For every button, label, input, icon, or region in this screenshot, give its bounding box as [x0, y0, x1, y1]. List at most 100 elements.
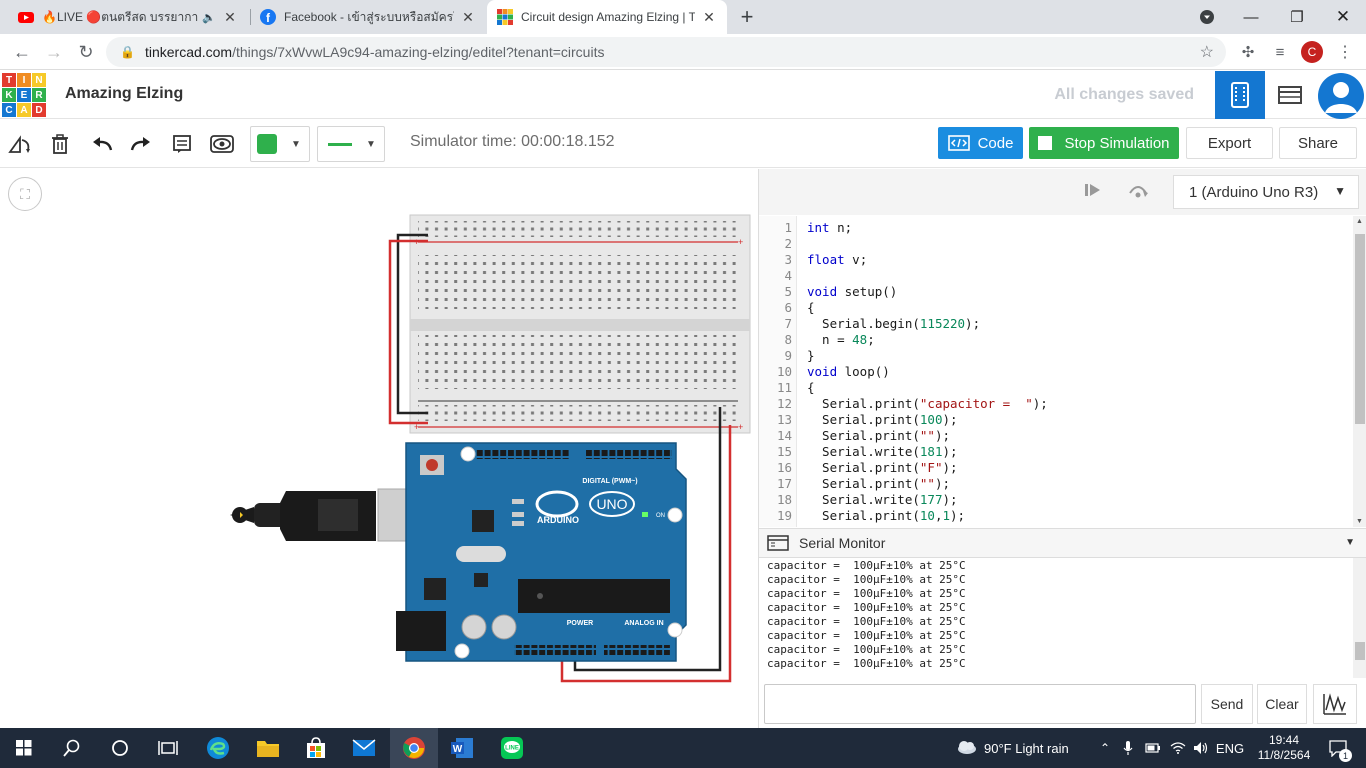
svg-text:LINE: LINE	[505, 746, 519, 752]
edge-icon[interactable]	[194, 728, 242, 768]
component-list-button[interactable]	[1265, 71, 1315, 119]
close-tab-icon[interactable]: ✕	[703, 8, 715, 25]
collapse-chevron-icon[interactable]: ▼	[1345, 537, 1355, 548]
design-name[interactable]: Amazing Elzing	[65, 85, 184, 102]
clock[interactable]: 19:44 11/8/2564	[1252, 728, 1316, 768]
notifications-icon[interactable]: 1	[1320, 728, 1356, 768]
user-avatar[interactable]	[1318, 73, 1364, 119]
editor-scrollbar[interactable]: ▲ ▼	[1353, 216, 1366, 527]
circuit-canvas[interactable]: ⛶ + + + +	[0, 169, 757, 728]
media-control-icon[interactable]: ≡	[1275, 43, 1285, 61]
svg-text:f: f	[266, 11, 271, 25]
back-icon[interactable]: ←	[13, 41, 31, 62]
close-window-icon[interactable]: ✕	[1335, 7, 1351, 26]
code-text: int n;	[807, 220, 853, 235]
close-tab-icon[interactable]: ✕	[462, 8, 474, 25]
logo-letter: N	[32, 73, 46, 87]
extensions-icon[interactable]: ✣	[1241, 44, 1255, 61]
chrome-icon[interactable]	[390, 728, 438, 768]
code-line: 16 Serial.print("F");	[759, 460, 1359, 476]
device-select[interactable]: 1 (Arduino Uno R3) ▼	[1173, 175, 1359, 209]
browser-tab-youtube[interactable]: 🔥LIVE 🔴ตนตรีสด บรรยากาศดี 🔈 ✕	[8, 0, 248, 34]
arduino-uno-board[interactable]	[396, 442, 687, 662]
weather-icon[interactable]	[955, 728, 979, 768]
export-label: Export	[1207, 134, 1252, 152]
tab-search-icon[interactable]	[1184, 0, 1230, 34]
stop-simulation-label: Stop Simulation	[1064, 134, 1170, 152]
notes-icon[interactable]	[168, 130, 196, 158]
code-text: Serial.print("");	[807, 476, 951, 491]
serial-output-line: capacitor = 100µF±10% at 25°C	[767, 587, 966, 600]
store-icon[interactable]	[292, 728, 340, 768]
mail-icon[interactable]	[340, 728, 388, 768]
scroll-up-icon[interactable]: ▲	[1356, 218, 1363, 225]
profile-avatar[interactable]: C	[1301, 41, 1323, 63]
circuit-view-button[interactable]	[1215, 71, 1265, 119]
serial-scrollbar-thumb[interactable]	[1355, 642, 1365, 660]
redo-icon[interactable]	[127, 130, 155, 158]
code-line: 13 Serial.print(100);	[759, 412, 1359, 428]
step-forward-icon[interactable]	[1084, 182, 1102, 203]
serial-monitor-header[interactable]: Serial Monitor ▼	[759, 528, 1366, 558]
new-tab-button[interactable]: +	[732, 0, 762, 34]
share-button[interactable]: Share	[1279, 127, 1357, 159]
battery-icon[interactable]	[1144, 728, 1162, 768]
task-view-icon[interactable]	[144, 728, 192, 768]
stop-simulation-button[interactable]: Stop Simulation	[1029, 127, 1179, 159]
logo-letter: K	[2, 88, 16, 102]
line-app-icon[interactable]: LINE	[488, 728, 536, 768]
volume-icon[interactable]	[1192, 728, 1210, 768]
code-line: 19 Serial.print(10,1);	[759, 508, 1359, 524]
rotate-icon[interactable]	[6, 130, 34, 158]
visibility-icon[interactable]	[208, 130, 236, 158]
forward-icon[interactable]: →	[45, 41, 63, 62]
code-line: 7 Serial.begin(115220);	[759, 316, 1359, 332]
url-field[interactable]: 🔒 tinkercad.com/things/7xWvwLA9c94-amazi…	[106, 37, 1226, 67]
serial-monitor-icon	[767, 535, 789, 551]
code-label: Code	[977, 134, 1014, 152]
code-button[interactable]: Code	[938, 127, 1023, 159]
bookmark-star-icon[interactable]: ☆	[1199, 44, 1214, 61]
fill-color-dropdown[interactable]: ▼	[250, 126, 310, 162]
fit-view-button[interactable]: ⛶	[8, 177, 42, 211]
wifi-icon[interactable]	[1168, 728, 1188, 768]
serial-scrollbar[interactable]	[1353, 558, 1366, 678]
logo-letter: C	[2, 103, 16, 117]
breadboard[interactable]: + + + +	[409, 214, 751, 434]
wire-style-dropdown[interactable]: ▼	[317, 126, 385, 162]
clear-button[interactable]: Clear	[1257, 684, 1307, 724]
minimize-icon[interactable]: —	[1243, 8, 1259, 26]
restore-icon[interactable]: ❐	[1290, 9, 1304, 26]
graph-button[interactable]	[1313, 684, 1357, 724]
logo-letter: T	[2, 73, 16, 87]
close-tab-icon[interactable]: ✕	[224, 8, 236, 25]
export-button[interactable]: Export	[1186, 127, 1273, 159]
browser-tab-facebook[interactable]: f Facebook - เข้าสู่ระบบหรือสมัครใช้งาน …	[250, 0, 486, 34]
windows-start-icon[interactable]	[0, 728, 48, 768]
code-line: 15 Serial.write(181);	[759, 444, 1359, 460]
send-label: Send	[1210, 696, 1244, 712]
step-over-icon[interactable]	[1127, 181, 1149, 204]
browser-menu-icon[interactable]: ⋮	[1337, 44, 1353, 61]
speaker-icon[interactable]: 🔈	[202, 11, 216, 24]
send-button[interactable]: Send	[1201, 684, 1253, 724]
reload-icon[interactable]: ↻	[78, 41, 94, 62]
cortana-icon[interactable]	[96, 728, 144, 768]
word-icon[interactable]: W	[438, 728, 486, 768]
delete-icon[interactable]	[46, 130, 74, 158]
undo-icon[interactable]	[88, 130, 116, 158]
browser-tab-tinkercad[interactable]: Circuit design Amazing Elzing | Ti ✕	[487, 0, 727, 34]
code-line: 2	[759, 236, 1359, 252]
search-icon[interactable]	[48, 728, 96, 768]
microphone-icon[interactable]	[1120, 728, 1136, 768]
editor-scrollbar-thumb[interactable]	[1355, 234, 1365, 424]
svg-text:W: W	[453, 744, 463, 755]
tray-chevron-icon[interactable]: ⌃	[1099, 741, 1111, 755]
weather-text[interactable]: 90°F Light rain	[984, 728, 1069, 768]
language-indicator[interactable]: ENG	[1216, 728, 1244, 768]
scroll-down-icon[interactable]: ▼	[1356, 518, 1363, 525]
file-explorer-icon[interactable]	[244, 728, 292, 768]
serial-input[interactable]	[764, 684, 1196, 724]
